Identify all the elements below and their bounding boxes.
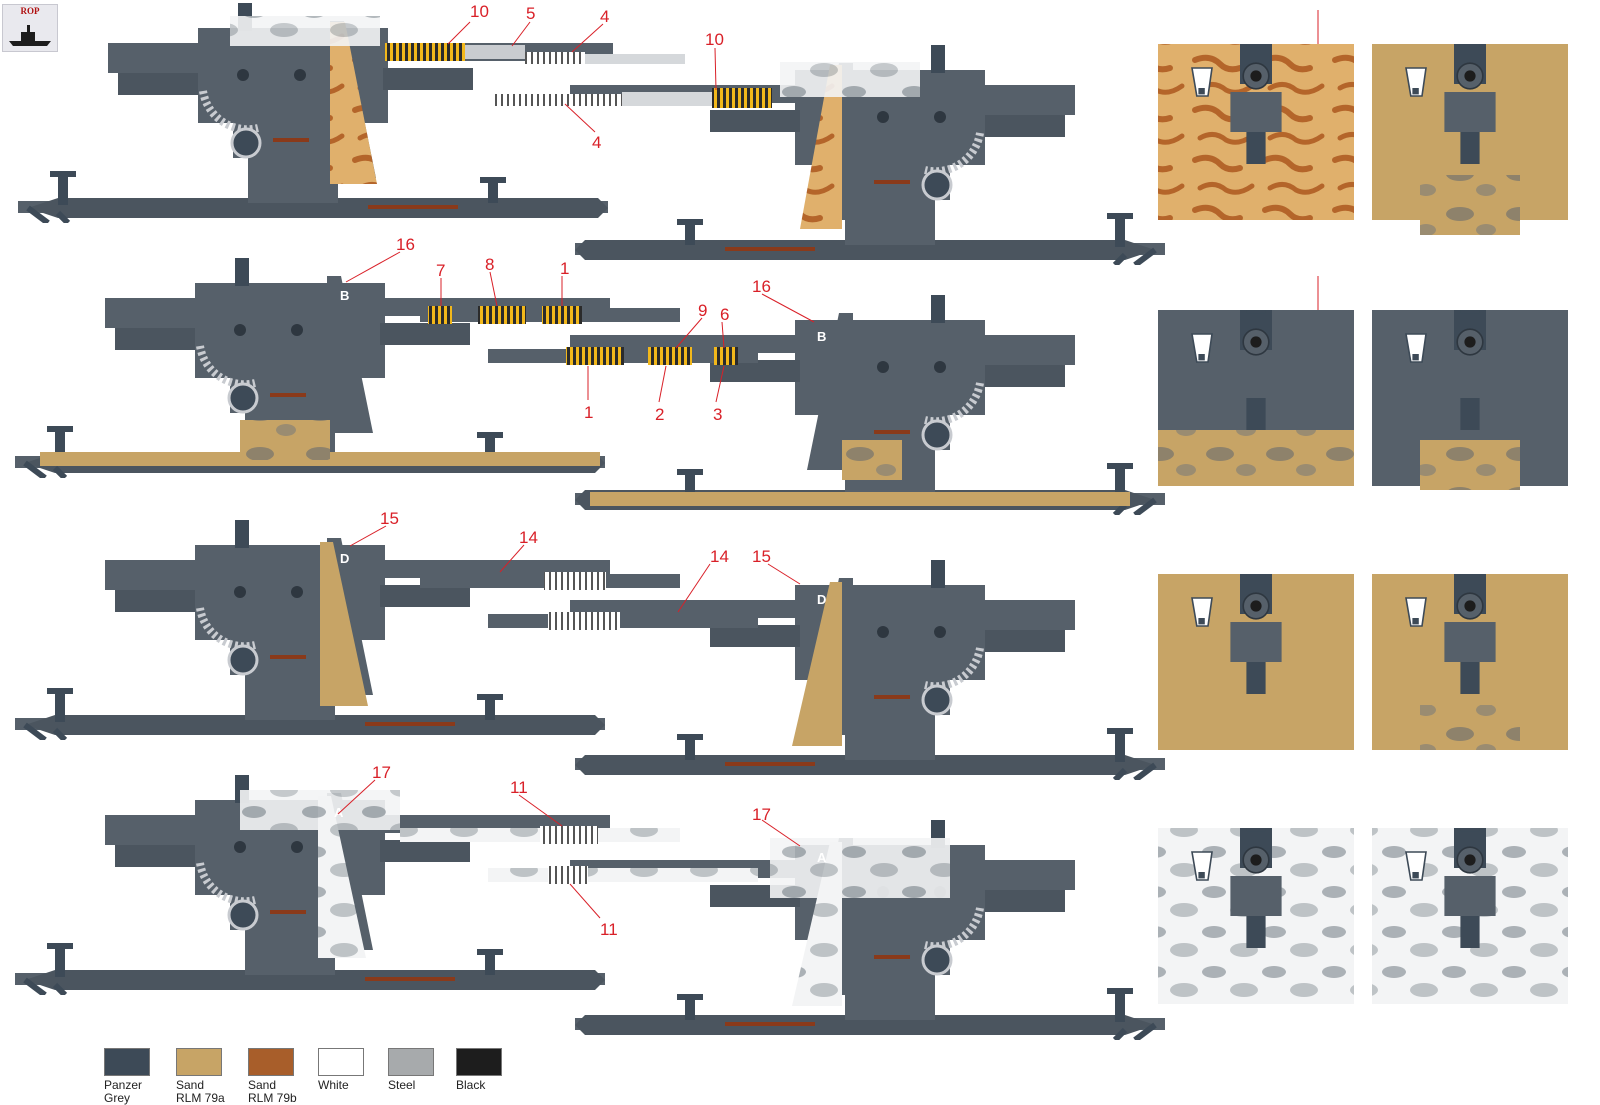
row2-left-profile — [15, 258, 680, 478]
row3-front-views — [1158, 574, 1568, 750]
unit-letter-row2-right: B — [817, 329, 826, 344]
callout-label: 2 — [655, 405, 664, 424]
callout-label: 3 — [713, 405, 722, 424]
callout-label: 4 — [592, 133, 601, 152]
callout-label: 9 — [698, 301, 707, 320]
callout-label: 11 — [600, 920, 618, 939]
legend-item: White — [318, 1048, 390, 1092]
callout-label: 17 — [752, 805, 771, 824]
legend-item: Steel — [388, 1048, 460, 1092]
callout-label: 14 — [519, 528, 538, 547]
legend-swatch — [176, 1048, 222, 1076]
unit-letter-row3-left: D — [340, 551, 349, 566]
callout-label: 16 — [752, 277, 771, 296]
callout-label: 5 — [526, 4, 535, 23]
callout-label: 1 — [560, 259, 569, 278]
row4-front-views — [1158, 828, 1568, 1004]
callout-label: 1 — [584, 403, 593, 422]
callout-label: 7 — [436, 261, 445, 280]
callout-leaders — [337, 10, 1319, 919]
logo-text: ROP — [20, 6, 40, 16]
callout-label: 15 — [380, 509, 399, 528]
row3-left-profile — [15, 520, 680, 740]
callout-label: 10 — [470, 2, 489, 21]
unit-letter-row3-right: D — [817, 592, 826, 607]
callout-label: 8 — [485, 255, 494, 274]
legend-swatch — [104, 1048, 150, 1076]
legend-item: Black — [456, 1048, 528, 1092]
callouts: 10 5 4 10 4 16 7 8 1 9 6 16 1 2 3 15 14 … — [372, 2, 771, 939]
legend-label: Steel — [388, 1078, 416, 1092]
callout-label: 14 — [710, 547, 729, 566]
callout-label: 16 — [396, 235, 415, 254]
unit-letter-row4-right: A — [817, 850, 827, 865]
callout-label: 17 — [372, 763, 391, 782]
callout-label: 10 — [705, 30, 724, 49]
legend-swatch — [318, 1048, 364, 1076]
ship-silhouette-icon — [9, 25, 51, 46]
publisher-logo: ROP — [2, 4, 58, 52]
callout-label: 15 — [752, 547, 771, 566]
row1-right-profile — [492, 45, 1165, 265]
callout-label: 4 — [600, 7, 609, 26]
row1-left-profile — [18, 3, 685, 223]
callout-label: 11 — [510, 778, 528, 797]
row3-right-profile — [488, 560, 1165, 780]
legend-label: Black — [456, 1078, 486, 1092]
row1-front-views — [1158, 44, 1568, 235]
legend-swatch — [388, 1048, 434, 1076]
callout-label: 6 — [720, 305, 729, 324]
row2-front-views — [1158, 310, 1568, 490]
legend-swatch — [456, 1048, 502, 1076]
legend-swatch — [248, 1048, 294, 1076]
unit-letter-row2-left: B — [340, 288, 349, 303]
legend-label: White — [318, 1078, 349, 1092]
row2-right-profile — [488, 295, 1165, 515]
row4-right-profile — [488, 820, 1165, 1040]
row4-left-profile — [15, 775, 680, 995]
